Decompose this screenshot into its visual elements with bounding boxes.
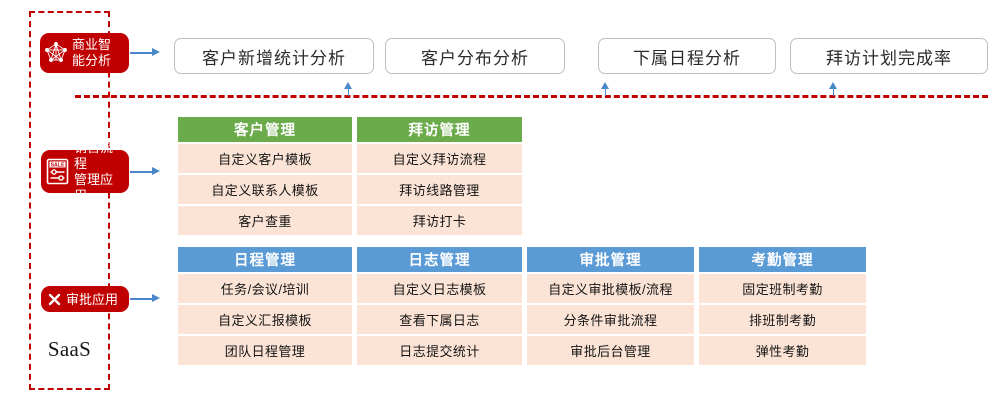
column-header: 考勤管理: [699, 247, 866, 272]
connector-arrow-icon-bi: [130, 48, 160, 57]
tab-label: 拜访计划完成率: [826, 48, 952, 68]
cross-mark-icon: [48, 293, 61, 306]
tab-label: 下属日程分析: [633, 48, 741, 68]
list-item[interactable]: 自定义汇报模板: [178, 305, 352, 334]
list-item[interactable]: 日志提交统计: [357, 336, 522, 365]
list-item[interactable]: 客户查重: [178, 206, 352, 235]
badge-label: 商业智 能分析: [72, 37, 112, 68]
saas-divider-line: [75, 95, 988, 98]
saas-label: SaaS: [47, 336, 92, 361]
column-header: 客户管理: [178, 117, 352, 142]
tab-visit-plan-completion-rate[interactable]: 拜访计划完成率: [790, 38, 988, 74]
column-schedule-management: 日程管理 任务/会议/培训 自定义汇报模板 团队日程管理: [178, 247, 352, 365]
column-header: 审批管理: [527, 247, 694, 272]
list-item[interactable]: 任务/会议/培训: [178, 274, 352, 303]
connector-arrow-icon-approval: [130, 294, 160, 303]
list-item[interactable]: 自定义审批模板/流程: [527, 274, 694, 303]
column-header: 日志管理: [357, 247, 522, 272]
badge-business-intelligence[interactable]: 商业智 能分析: [40, 33, 129, 73]
sale-document-icon: SALE: [45, 158, 70, 185]
tab-customer-growth-analysis[interactable]: 客户新增统计分析: [174, 38, 374, 74]
svg-text:SALE: SALE: [51, 163, 65, 169]
list-item[interactable]: 自定义日志模板: [357, 274, 522, 303]
tab-label: 客户分布分析: [421, 48, 529, 68]
column-approval-management: 审批管理 自定义审批模板/流程 分条件审批流程 审批后台管理: [527, 247, 694, 365]
tab-customer-distribution-analysis[interactable]: 客户分布分析: [385, 38, 565, 74]
tab-subordinate-schedule-analysis[interactable]: 下属日程分析: [598, 38, 776, 74]
uplink-arrow-icon-2: [601, 82, 610, 96]
column-log-management: 日志管理 自定义日志模板 查看下属日志 日志提交统计: [357, 247, 522, 365]
saas-boundary: [29, 11, 110, 390]
uplink-arrow-icon-1: [344, 82, 353, 96]
list-item[interactable]: 固定班制考勤: [699, 274, 866, 303]
column-header: 拜访管理: [357, 117, 522, 142]
badge-sales-process-app[interactable]: SALE 销售流程 管理应用: [41, 140, 129, 203]
list-item[interactable]: 自定义客户模板: [178, 144, 352, 173]
list-item[interactable]: 审批后台管理: [527, 336, 694, 365]
tab-label: 客户新增统计分析: [202, 48, 346, 68]
list-item[interactable]: 自定义拜访流程: [357, 144, 522, 173]
list-item[interactable]: 分条件审批流程: [527, 305, 694, 334]
badge-label: 销售流程 管理应用: [74, 139, 114, 203]
list-item[interactable]: 拜访线路管理: [357, 175, 522, 204]
uplink-arrow-icon-3: [829, 82, 838, 96]
list-item[interactable]: 查看下属日志: [357, 305, 522, 334]
list-item[interactable]: 自定义联系人模板: [178, 175, 352, 204]
badge-label: 审批应用: [66, 291, 119, 307]
list-item[interactable]: 弹性考勤: [699, 336, 866, 365]
column-attendance-management: 考勤管理 固定班制考勤 排班制考勤 弹性考勤: [699, 247, 866, 365]
list-item[interactable]: 排班制考勤: [699, 305, 866, 334]
list-item[interactable]: 团队日程管理: [178, 336, 352, 365]
connector-arrow-icon-sales: [130, 167, 160, 176]
column-header: 日程管理: [178, 247, 352, 272]
list-item[interactable]: 拜访打卡: [357, 206, 522, 235]
column-customer-management: 客户管理 自定义客户模板 自定义联系人模板 客户查重: [178, 117, 352, 235]
column-visit-management: 拜访管理 自定义拜访流程 拜访线路管理 拜访打卡: [357, 117, 522, 235]
badge-approval-app[interactable]: 审批应用: [41, 286, 129, 312]
network-graph-icon: [44, 41, 68, 65]
